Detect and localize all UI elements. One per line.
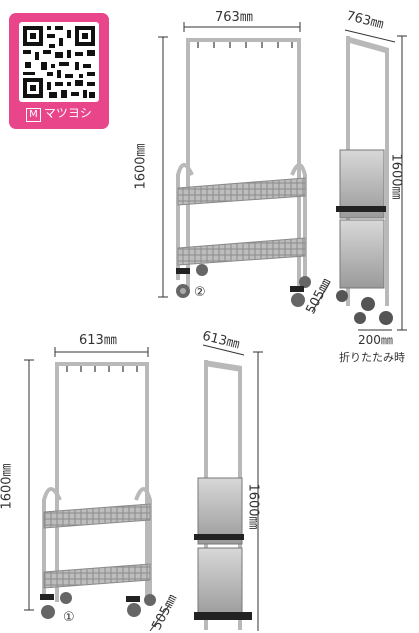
- cart-top-folded-view: [311, 29, 407, 331]
- bottom-cart-model-number: ①: [63, 610, 75, 625]
- top-cart-model-number: ②: [194, 285, 206, 300]
- bottom-folded-height-label: 1600㎜: [245, 483, 261, 530]
- brand-mark-icon: M: [26, 108, 41, 122]
- brand-name: マツヨシ: [43, 106, 92, 120]
- qr-code-icon: [19, 22, 99, 102]
- cart-bottom-folded-view: [149, 344, 263, 631]
- folded-caption: 折りたたみ時: [339, 351, 405, 364]
- cart-bottom-front-view: [24, 347, 156, 619]
- bottom-cart-width-label: 613㎜: [79, 333, 117, 348]
- top-cart-height-label: 1600㎜: [133, 143, 149, 190]
- cart-top-front-view: [158, 22, 311, 307]
- top-folded-depth-label: 200㎜: [358, 333, 393, 347]
- top-folded-height-label: 1600㎜: [388, 153, 404, 200]
- top-cart-width-label: 763㎜: [215, 10, 253, 25]
- bottom-cart-height-label: 1600㎜: [0, 463, 15, 510]
